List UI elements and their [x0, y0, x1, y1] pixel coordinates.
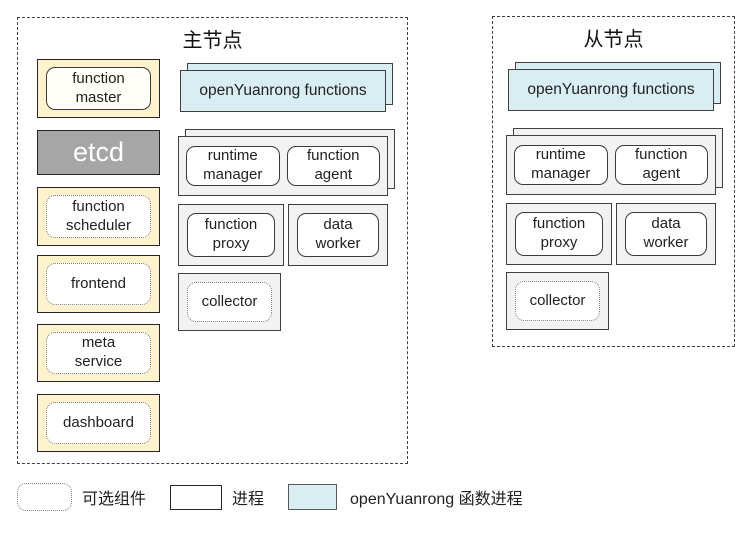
- collector-label: collector: [515, 281, 600, 321]
- open-yuanrong-functions-label: openYuanrong functions: [527, 81, 695, 98]
- process-label: 进程: [232, 491, 265, 508]
- collector-label: collector: [187, 282, 272, 322]
- data-worker-box: data worker: [616, 203, 716, 265]
- open-yuanrong-functions-stack: openYuanrong functions: [508, 62, 721, 111]
- slave-node-panel: 从节点 openYuanrong functions runtime manag…: [492, 16, 735, 347]
- function-proxy-box: function proxy: [506, 203, 612, 265]
- etcd-label: etcd: [72, 137, 125, 167]
- data-worker-label: data worker: [297, 213, 379, 257]
- runtime-manager-label: runtime manager: [514, 145, 608, 185]
- function-master-box: function master: [37, 59, 160, 118]
- open-yuanrong-functions-box: openYuanrong functions: [508, 69, 714, 111]
- runtime-group-stack: runtime manager function agent: [506, 128, 723, 195]
- runtime-group-box: runtime manager function agent: [178, 136, 388, 196]
- dashboard-label: dashboard: [46, 402, 151, 444]
- function-agent-label: function agent: [614, 145, 708, 185]
- collector-box: collector: [178, 273, 281, 331]
- runtime-manager-label: runtime manager: [186, 146, 280, 186]
- slave-process-column: openYuanrong functions runtime manager f…: [506, 62, 723, 331]
- data-worker-box: data worker: [288, 204, 388, 266]
- master-node-title: 主节点: [182, 30, 243, 52]
- function-proxy-box: function proxy: [178, 204, 284, 266]
- runtime-group-box: runtime manager function agent: [506, 135, 716, 195]
- frontend-label: frontend: [46, 263, 151, 305]
- function-proxy-label: function proxy: [187, 213, 275, 257]
- open-yuanrong-functions-box: openYuanrong functions: [180, 70, 386, 112]
- function-scheduler-label: function scheduler: [46, 195, 151, 238]
- function-proxy-label: function proxy: [515, 212, 603, 256]
- function-scheduler-box: function scheduler: [37, 187, 160, 246]
- master-node-panel: 主节点 function master etcd function schedu…: [17, 17, 408, 464]
- etcd-box: etcd: [37, 130, 160, 175]
- runtime-group-stack: runtime manager function agent: [178, 129, 395, 196]
- process-swatch: [170, 484, 223, 510]
- function-master-label: function master: [46, 67, 151, 110]
- data-worker-label: data worker: [625, 212, 707, 256]
- collector-box: collector: [506, 272, 609, 330]
- master-process-column: openYuanrong functions runtime manager f…: [178, 63, 395, 332]
- frontend-box: frontend: [37, 255, 160, 313]
- legend: 可选组件 进程 openYuanrong 函数进程: [17, 483, 523, 511]
- optional-component-swatch: [17, 483, 72, 511]
- open-yuanrong-functions-stack: openYuanrong functions: [180, 63, 393, 112]
- meta-service-box: meta service: [37, 324, 160, 382]
- open-yuanrong-functions-label: openYuanrong functions: [199, 82, 367, 99]
- yuanrong-process-swatch: [288, 484, 338, 510]
- slave-node-title: 从节点: [583, 29, 644, 51]
- meta-service-label: meta service: [46, 332, 151, 374]
- yuanrong-process-label: openYuanrong 函数进程: [350, 491, 523, 508]
- optional-component-label: 可选组件: [82, 491, 147, 508]
- dashboard-box: dashboard: [37, 394, 160, 452]
- function-agent-label: function agent: [286, 146, 380, 186]
